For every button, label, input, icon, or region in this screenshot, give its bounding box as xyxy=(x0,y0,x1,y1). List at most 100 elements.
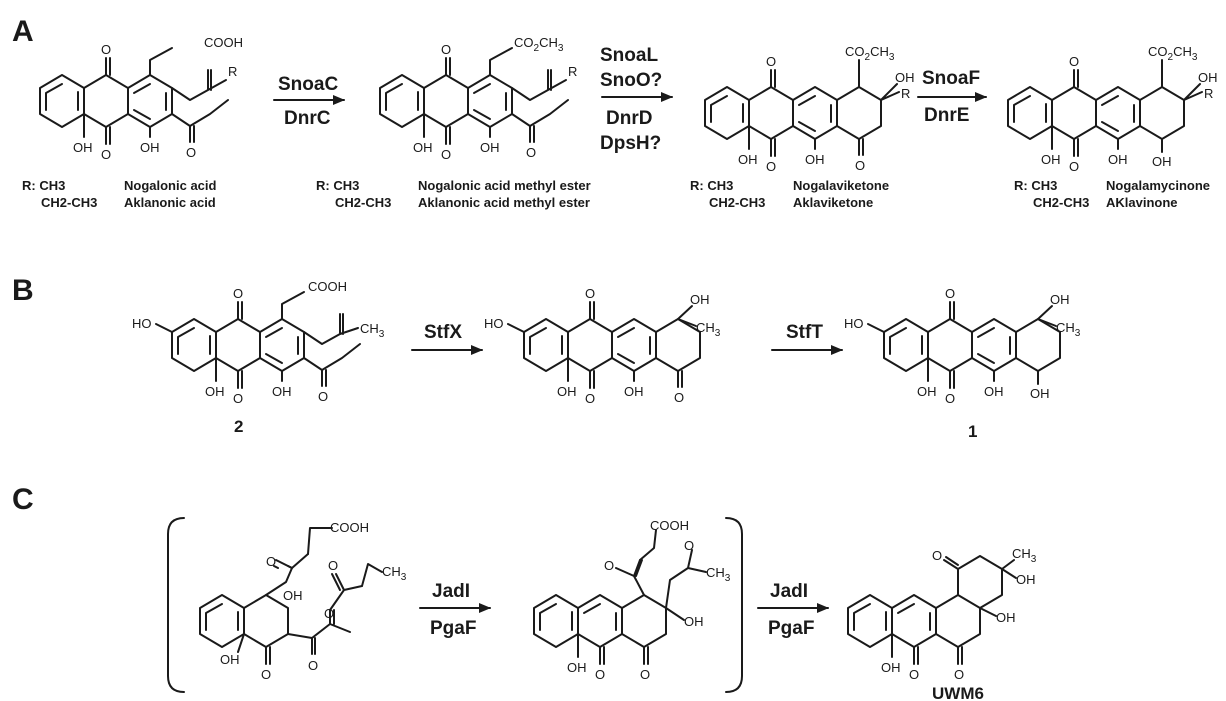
structure-uwm6: O O OH O CH3 OH OH xyxy=(847,546,1037,682)
caption-a4: R: CH3 Nogalamycinone CH2-CH3 AKlavinone xyxy=(1014,178,1210,210)
atom-oh: OH xyxy=(73,140,93,155)
atom-o: O xyxy=(266,554,276,569)
enzyme-label: JadI xyxy=(432,581,470,602)
atom-o: O xyxy=(526,145,536,160)
caption-a2: R: CH3 Nogalonic acid methyl ester CH2-C… xyxy=(316,178,591,210)
atom-o: O xyxy=(101,147,111,162)
caption-name: Aklanonic acid methyl ester xyxy=(418,195,590,210)
atom-oh: OH xyxy=(1030,386,1050,401)
enzyme-label: PgaF xyxy=(768,618,814,639)
caption-name: Aklanonic acid xyxy=(124,195,216,210)
atom-oh: OH xyxy=(738,152,758,167)
atom-r: R xyxy=(228,64,237,79)
structure-polyketide-1: OH O OH O O COOH O O CH3 xyxy=(199,520,407,682)
caption-r-ethyl: CH2-CH3 xyxy=(41,195,97,210)
atom-o: O xyxy=(186,145,196,160)
enzyme-label: SnoaC xyxy=(278,74,338,95)
caption-r-methyl: R: CH3 xyxy=(316,178,359,193)
atom-ester: CO2CH3 xyxy=(845,44,895,63)
caption-r-ethyl: CH2-CH3 xyxy=(1033,195,1089,210)
atom-o: O xyxy=(441,147,451,162)
atom-oh: OH xyxy=(272,384,292,399)
atom-r: R xyxy=(901,86,910,101)
atom-oh: OH xyxy=(1198,70,1218,85)
caption-a3: R: CH3 Nogalaviketone CH2-CH3 Aklaviketo… xyxy=(690,178,889,210)
atom-o: O xyxy=(954,667,964,682)
panel-label-c: C xyxy=(12,483,34,516)
atom-o: O xyxy=(324,606,334,621)
caption-r-ethyl: CH2-CH3 xyxy=(709,195,765,210)
bracket-right xyxy=(725,517,743,693)
structure-nogalaviketone: O O OH OH O CO2CH3 OH R xyxy=(704,44,915,174)
atom-oh: OH xyxy=(567,660,587,675)
reaction-arrow-a3: SnoaF DnrE xyxy=(917,68,987,126)
caption-name: Nogalonic acid methyl ester xyxy=(418,178,591,193)
atom-oh: OH xyxy=(984,384,1004,399)
atom-r: R xyxy=(1204,86,1213,101)
atom-ester: CO2CH3 xyxy=(514,35,564,54)
atom-o: O xyxy=(640,667,650,682)
reaction-arrow-c2: JadI PgaF xyxy=(757,581,829,639)
enzyme-label: StfX xyxy=(424,322,462,343)
atom-oh: OH xyxy=(917,384,937,399)
reaction-arrow-b2: StfT xyxy=(771,322,843,355)
atom-ch3: CH3 xyxy=(1012,546,1037,565)
atom-o: O xyxy=(932,548,942,563)
caption-r-methyl: R: CH3 xyxy=(690,178,733,193)
atom-oh: OH xyxy=(140,140,160,155)
enzyme-label: StfT xyxy=(786,322,823,343)
enzyme-label: SnoaL xyxy=(600,45,658,66)
atom-o: O xyxy=(1069,54,1079,69)
atom-oh: OH xyxy=(220,652,240,667)
atom-o: O xyxy=(308,658,318,673)
atom-cooh: COOH xyxy=(308,279,347,294)
caption-name: Nogalaviketone xyxy=(793,178,889,193)
caption-name: Nogalamycinone xyxy=(1106,178,1210,193)
enzyme-label: DnrC xyxy=(284,108,331,129)
atom-oh: OH xyxy=(895,70,915,85)
atom-cooh: COOH xyxy=(650,518,689,533)
panel-label-a: A xyxy=(12,15,34,48)
atom-ho: HO xyxy=(484,316,504,331)
structure-polyketide-2: OH O OH O O COOH O CH3 xyxy=(533,518,731,682)
atom-cooh: COOH xyxy=(330,520,369,535)
enzyme-label: PgaF xyxy=(430,618,476,639)
enzyme-label: DnrD xyxy=(606,108,652,129)
atom-oh: OH xyxy=(684,614,704,629)
atom-o: O xyxy=(595,667,605,682)
atom-o: O xyxy=(945,391,955,406)
atom-oh: OH xyxy=(1152,154,1172,169)
atom-ho: HO xyxy=(132,316,152,331)
atom-oh: OH xyxy=(690,292,710,307)
atom-o: O xyxy=(604,558,614,573)
caption-r-methyl: R: CH3 xyxy=(22,178,65,193)
atom-o: O xyxy=(766,54,776,69)
reaction-arrow-c1: JadI PgaF xyxy=(419,581,491,639)
atom-o: O xyxy=(909,667,919,682)
atom-o: O xyxy=(855,158,865,173)
enzyme-label: DpsH? xyxy=(600,133,661,154)
atom-ch3: CH3 xyxy=(696,320,721,339)
atom-oh: OH xyxy=(557,384,577,399)
atom-o: O xyxy=(684,538,694,553)
atom-oh: OH xyxy=(996,610,1016,625)
atom-o: O xyxy=(261,667,271,682)
bracket-left xyxy=(167,517,185,693)
atom-o: O xyxy=(945,286,955,301)
atom-o: O xyxy=(233,286,243,301)
enzyme-label: SnoO? xyxy=(600,70,662,91)
atom-o: O xyxy=(1069,159,1079,174)
structure-nogalamycinone: O O OH OH OH CO2CH3 OH R xyxy=(1007,44,1218,174)
caption-name: Aklaviketone xyxy=(793,195,873,210)
caption-name: Nogalonic acid xyxy=(124,178,217,193)
caption-a1: R: CH3 Nogalonic acid CH2-CH3 Aklanonic … xyxy=(22,178,217,210)
reaction-arrow-b1: StfX xyxy=(411,322,483,355)
atom-ch3: CH3 xyxy=(706,565,731,584)
atom-ch3: CH3 xyxy=(360,321,385,340)
atom-oh: OH xyxy=(480,140,500,155)
atom-ch3: CH3 xyxy=(1056,320,1081,339)
structure-intermediate-b: HO O O OH OH O OH CH3 xyxy=(484,286,721,406)
atom-o: O xyxy=(585,391,595,406)
atom-o: O xyxy=(328,558,338,573)
